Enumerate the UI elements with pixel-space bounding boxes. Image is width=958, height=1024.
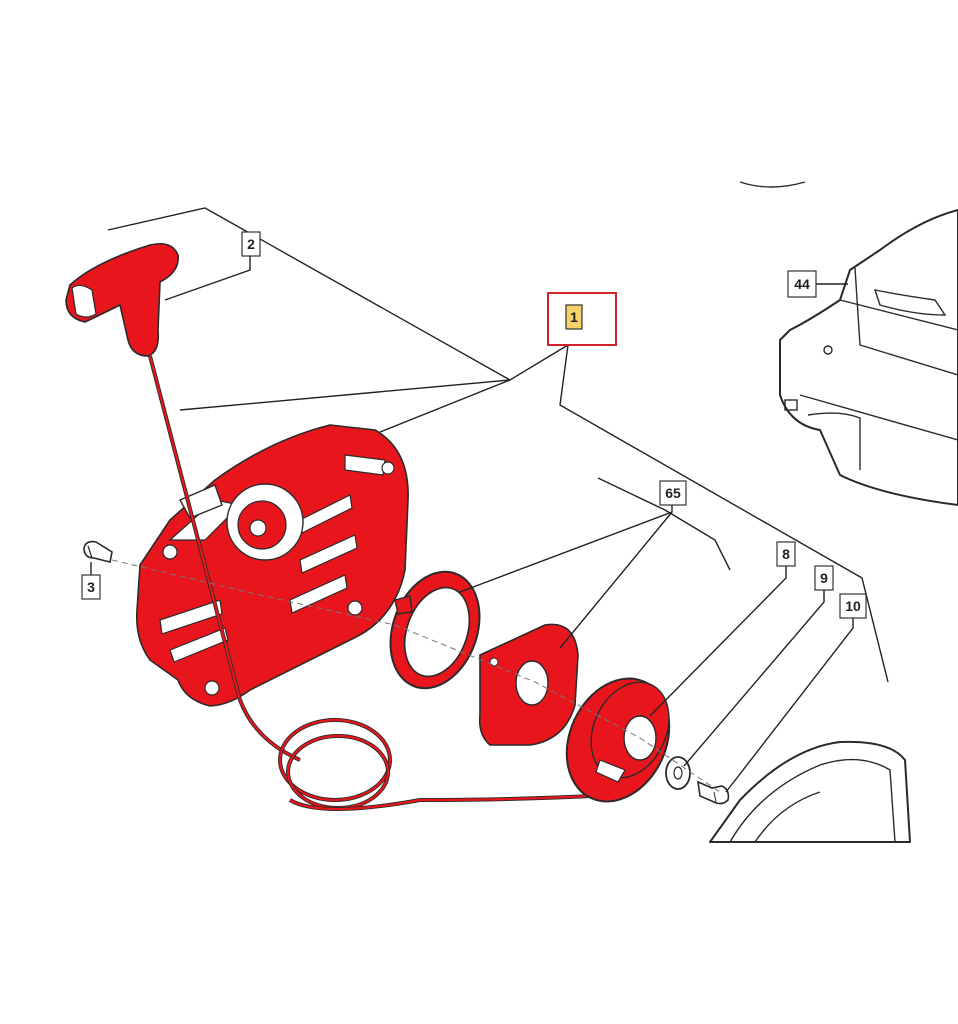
callout-44-label: 44 [794, 276, 810, 292]
spring-cover-plate[interactable] [478, 623, 579, 746]
callout-1-label: 1 [570, 309, 578, 325]
fan-housing [709, 740, 911, 843]
leader-lines [90, 207, 889, 793]
callout-8-label: 8 [782, 546, 790, 562]
callout-65[interactable]: 65 [659, 480, 687, 506]
callout-9[interactable]: 9 [814, 565, 834, 591]
callout-10[interactable]: 10 [839, 593, 867, 619]
callout-2[interactable]: 2 [241, 231, 261, 257]
callout-65-label: 65 [665, 485, 681, 501]
bolt-part-10[interactable] [697, 780, 730, 805]
starter-handle[interactable] [65, 242, 179, 357]
callout-1[interactable]: 1 [565, 304, 583, 330]
callout-3-label: 3 [87, 579, 95, 595]
washer-part-9[interactable] [665, 756, 691, 790]
selected-callout-highlight [547, 292, 617, 346]
screw-part-3[interactable] [83, 540, 113, 563]
callout-8[interactable]: 8 [776, 541, 796, 567]
starter-housing[interactable] [135, 424, 409, 707]
callout-44[interactable]: 44 [787, 270, 817, 298]
callout-2-label: 2 [247, 236, 255, 252]
callout-10-label: 10 [845, 598, 861, 614]
rewind-spring[interactable] [375, 559, 495, 700]
engine-housing-part-44[interactable] [739, 181, 958, 506]
callout-9-label: 9 [820, 570, 828, 586]
callout-3[interactable]: 3 [81, 574, 101, 600]
assembly-axis [111, 559, 721, 793]
starter-rope [148, 355, 611, 811]
